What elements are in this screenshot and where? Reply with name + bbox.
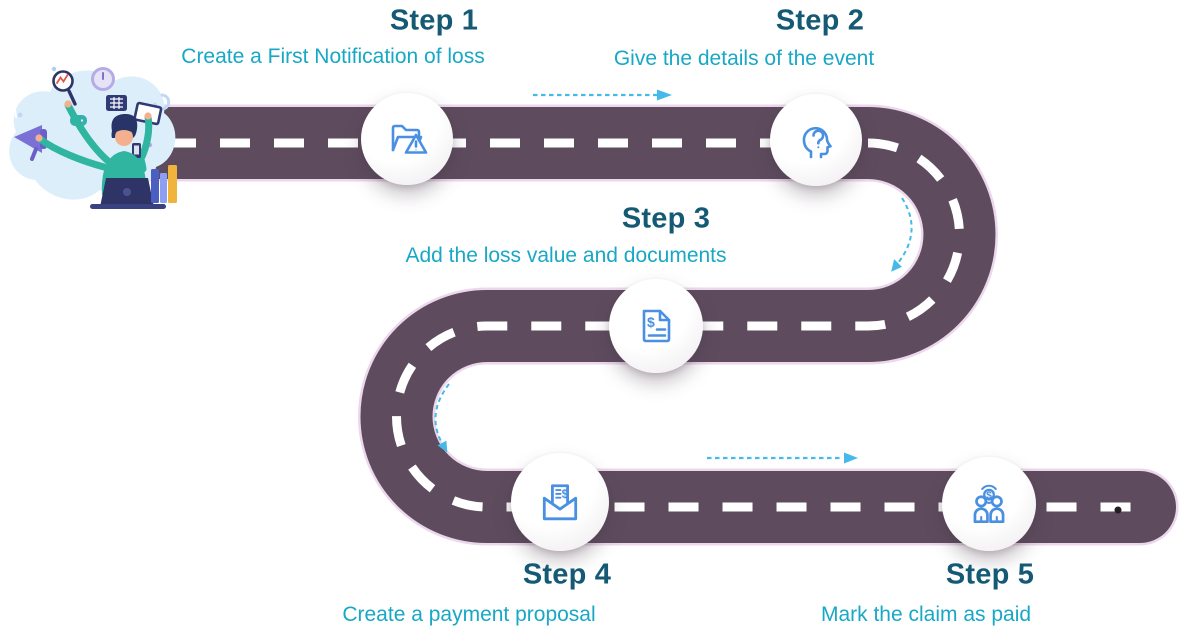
- multitasking-illustration: [2, 66, 177, 209]
- road-end-dot: [1114, 506, 1122, 514]
- head-question-icon: [802, 126, 832, 159]
- step-1-badge: [361, 93, 453, 185]
- flow-arrow-4-5: [707, 452, 858, 464]
- step-3-description: Add the loss value and documents: [405, 244, 727, 267]
- svg-text:$: $: [647, 314, 655, 330]
- step-2-description: Give the details of the event: [613, 47, 875, 70]
- step-4-description: Create a payment proposal: [342, 603, 596, 626]
- step-4-title: Step 4: [522, 558, 612, 591]
- flow-arrow-1-2: [533, 89, 672, 101]
- document-dollar-icon: $: [642, 309, 671, 343]
- step-1-title: Step 1: [389, 4, 479, 37]
- step-2-title: Step 2: [775, 4, 865, 37]
- step-5-badge: $: [942, 457, 1036, 551]
- step-3-title: Step 3: [621, 202, 711, 235]
- step-5-title: Step 5: [945, 558, 1035, 591]
- step-2-badge: [770, 94, 862, 186]
- step-3-badge: $: [609, 279, 703, 373]
- svg-text:$: $: [562, 487, 569, 501]
- envelope-invoice-icon: $: [542, 484, 578, 521]
- step-1-description: Create a First Notification of loss: [181, 45, 485, 68]
- step-5-description: Mark the claim as paid: [820, 603, 1032, 626]
- flow-arrow-2-3: [891, 197, 913, 272]
- svg-text:$: $: [986, 490, 992, 501]
- step-4-badge: $: [511, 453, 609, 551]
- flow-arrow-3-4: [434, 383, 450, 453]
- folder-alert-icon: [391, 124, 428, 154]
- people-payment-icon: $: [973, 484, 1005, 524]
- road-center-dashes: [148, 138, 1140, 512]
